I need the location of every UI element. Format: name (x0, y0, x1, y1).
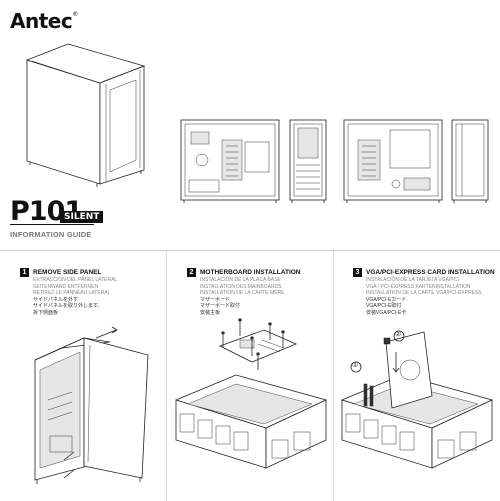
step-translation: INSTALLATION DE LA CARTE MÈRE (200, 290, 285, 297)
step-translation: マザーボード (200, 296, 231, 303)
step-translation: INSTALLATION DES MAINBOARDS (200, 283, 282, 290)
step-translation: EXTRACCIÓN DEL PANEL LATERAL (33, 277, 118, 283)
step-title: REMOVE SIDE PANEL (33, 269, 102, 276)
guide-subtitle: INFORMATION GUIDE (10, 230, 92, 239)
step-translation: INSTALLATION DE LA CARTE VGA/PCI-EXPRESS (366, 290, 482, 297)
title-underline (10, 224, 94, 225)
step-translation: サイドパネルを外す (33, 296, 79, 303)
antec-logo: Antec® (10, 9, 78, 33)
step-translation: SEITENWAND ENTFERNEN (33, 283, 99, 290)
step-title: VGA/PCI-EXPRESS CARD INSTALLATION (366, 269, 495, 276)
vertical-fold-line-left (166, 251, 167, 501)
callout-1-label: ① (352, 362, 359, 369)
step-translation: 安装主板 (200, 310, 221, 316)
step-translation: RETIREZ LE PANNEAU LATÉRAL (33, 290, 111, 297)
vertical-fold-line-right (333, 251, 334, 501)
step-number-badge: 1 (20, 268, 29, 277)
edition-badge: SILENT (60, 211, 104, 223)
step-number-badge: 3 (353, 268, 362, 277)
step-translation: INSTALACIÓN DE LA TARJETA VGA/PCI (366, 277, 459, 283)
step-translation: サイドパネルを取り外します。 (33, 303, 103, 310)
callout-2-label: ② (395, 331, 402, 338)
horizontal-fold-line (0, 250, 500, 251)
step-translation: マザーボード取付 (200, 303, 241, 310)
step-translation: 拆下侧面板 (33, 310, 59, 316)
step-translation: INSTALACIÓN DE LA PLACA BASE (200, 277, 281, 283)
step-translation: VGA/PCI-Eカード (366, 296, 407, 303)
step-title: MOTHERBOARD INSTALLATION (200, 269, 301, 276)
step-translation: 安装VGA/PCI-E卡 (366, 310, 407, 316)
step-translation: VGA / PCI-EXPRESS KARTENINSTALLATION (366, 283, 471, 290)
step-number-badge: 2 (187, 268, 196, 277)
step-translation: VGA/PCI-E取付 (366, 303, 402, 310)
